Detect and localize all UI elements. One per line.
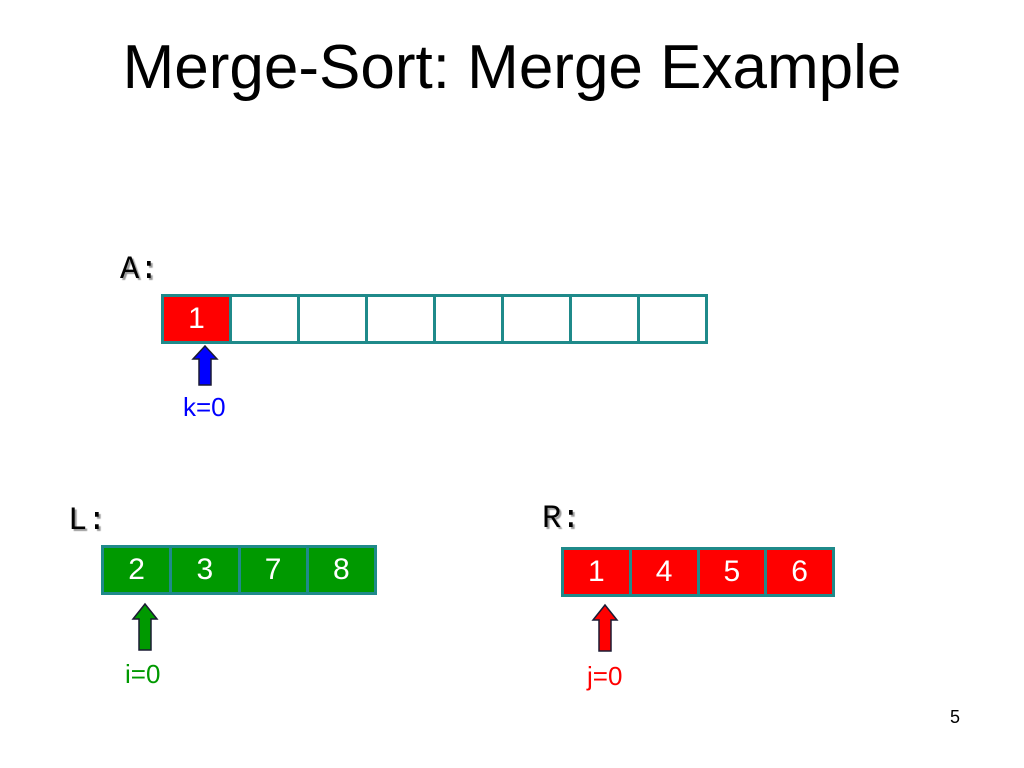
array-l-cell: 3 (172, 548, 238, 592)
array-r-cell: 1 (564, 550, 629, 594)
array-a-cell (368, 297, 433, 341)
i-pointer-label: i=0 (125, 659, 161, 689)
k-pointer-arrow-shape (191, 344, 219, 386)
array-l-cell: 2 (104, 548, 170, 592)
page-number: 5 (950, 707, 961, 727)
i-pointer-up-arrow-icon (131, 602, 159, 651)
array-l-cell: 7 (240, 548, 306, 592)
k-pointer-label: k=0 (183, 392, 226, 422)
array-a-cell (300, 297, 365, 341)
array-r-label: R: (542, 500, 581, 537)
j-pointer-up-arrow-icon (591, 603, 619, 652)
array-a: 1 (161, 294, 708, 344)
i-pointer-arrow-shape (131, 602, 159, 651)
array-l-cell: 8 (308, 548, 374, 592)
array-a-cell (640, 297, 705, 341)
array-a-cell (504, 297, 569, 341)
array-r: 1 4 5 6 (561, 547, 835, 597)
array-r-cell: 6 (767, 550, 832, 594)
array-r-cell: 5 (699, 550, 765, 594)
k-pointer-up-arrow-icon (191, 344, 219, 386)
array-a-cell (232, 297, 297, 341)
slide-title: Merge-Sort: Merge Example (122, 33, 902, 102)
array-r-cell: 4 (631, 550, 697, 594)
array-l: 2 3 7 8 (101, 545, 377, 595)
array-l-label: L: (68, 502, 107, 539)
array-a-cell (436, 297, 501, 341)
j-pointer-label: j=0 (587, 661, 623, 691)
j-pointer-arrow-shape (591, 603, 619, 652)
array-a-label: A: (120, 251, 159, 288)
array-a-cell (572, 297, 637, 341)
array-a-cell: 1 (164, 297, 229, 341)
